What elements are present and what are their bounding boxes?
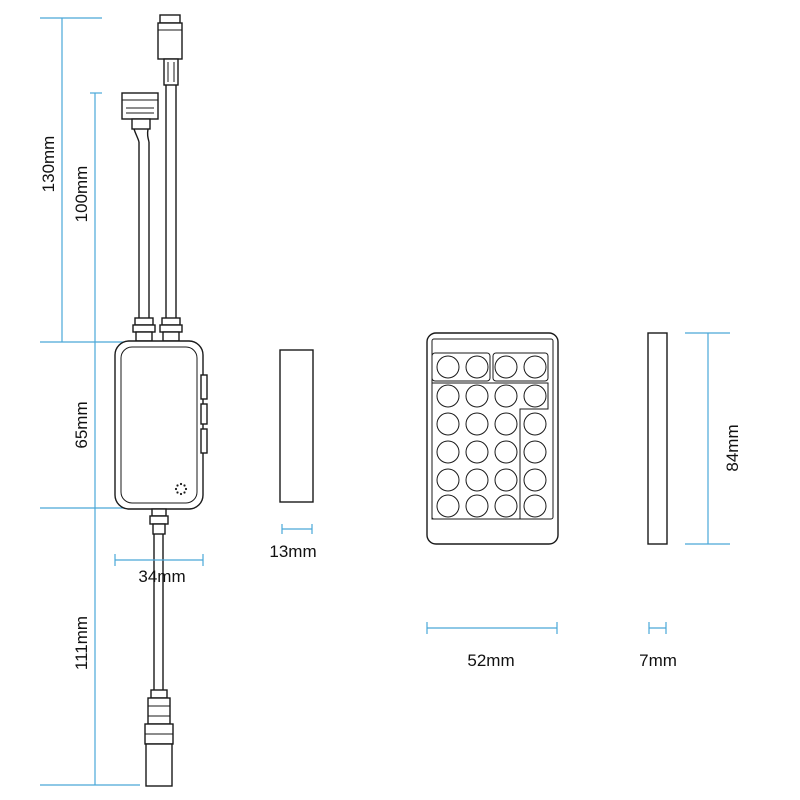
dim-13mm: 13mm (269, 524, 317, 561)
dim-label-65mm: 65mm (72, 401, 91, 448)
remote-button (523, 468, 547, 492)
bottom-cable (153, 534, 164, 690)
dim-100mm: 100mm (72, 92, 102, 342)
led-output-connector (121, 92, 159, 143)
remote-side-view (647, 332, 668, 545)
remote-button (494, 384, 518, 408)
top-cable-right (165, 85, 177, 318)
remote-front (426, 332, 559, 545)
remote-button (523, 384, 547, 408)
remote-button-grid (436, 355, 547, 518)
dim-label-34mm: 34mm (138, 567, 185, 586)
dim-label-13mm: 13mm (269, 542, 316, 561)
remote-button (436, 494, 460, 518)
dim-label-111mm: 111mm (72, 616, 91, 670)
top-cable-left (138, 142, 150, 318)
dim-label-7mm: 7mm (639, 651, 677, 670)
remote-button (523, 355, 547, 379)
dim-label-52mm: 52mm (467, 651, 514, 670)
dim-label-130mm: 130mm (39, 136, 58, 193)
remote-button (465, 468, 489, 492)
bottom-connector-dc (144, 689, 174, 787)
remote-button (436, 384, 460, 408)
remote-button (436, 440, 460, 464)
remote-button (523, 494, 547, 518)
dim-84mm: 84mm (685, 332, 742, 545)
cable-ferrules-top (132, 317, 183, 342)
remote-button (436, 468, 460, 492)
remote-button (494, 412, 518, 436)
dim-111mm: 111mm (40, 508, 140, 786)
dim-65mm: 65mm (72, 342, 96, 508)
remote-button (494, 494, 518, 518)
remote-button (494, 440, 518, 464)
remote-button (465, 355, 489, 379)
remote-button (436, 355, 460, 379)
dim-52mm: 52mm (426, 622, 558, 670)
controller-body (114, 340, 208, 510)
dim-label-84mm: 84mm (723, 424, 742, 471)
dim-7mm: 7mm (639, 622, 677, 670)
remote-button (523, 412, 547, 436)
remote-button (465, 412, 489, 436)
remote-button (523, 440, 547, 464)
remote-button (465, 494, 489, 518)
ir-receiver-icon (174, 482, 188, 496)
remote-button (465, 440, 489, 464)
remote-button (465, 384, 489, 408)
dim-34mm: 34mm (114, 554, 204, 586)
dim-label-100mm: 100mm (72, 166, 91, 223)
remote-button (436, 412, 460, 436)
cable-ferrule-bottom (149, 508, 169, 535)
controller-side-view (279, 349, 314, 503)
top-connector-dc (157, 14, 183, 86)
dim-130mm: 130mm (39, 17, 102, 342)
remote-button (494, 468, 518, 492)
remote-button (494, 355, 518, 379)
